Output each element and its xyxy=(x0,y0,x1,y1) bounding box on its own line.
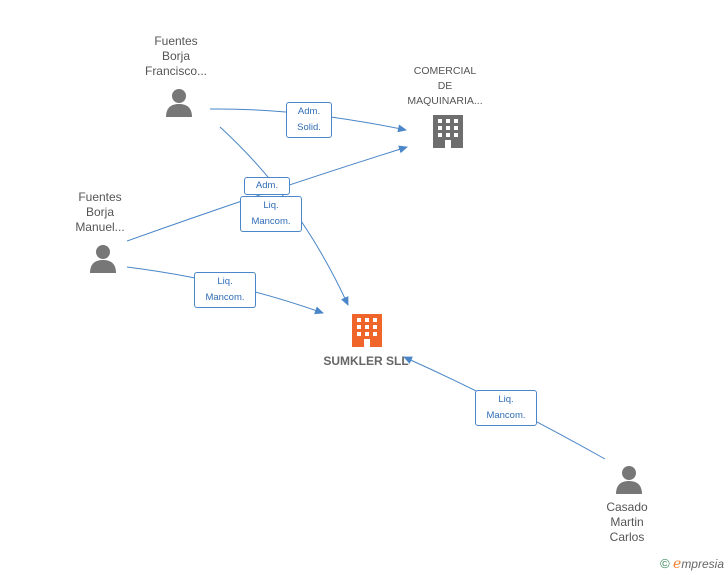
person-icon xyxy=(616,466,642,494)
edge-label-liq-mancom-2: Liq. Mancom. xyxy=(194,272,256,308)
node-label-casado[interactable]: Casado Martin Carlos xyxy=(606,500,648,544)
building-icon xyxy=(433,115,463,148)
edge-label-liq-mancom-1: Liq. Mancom. xyxy=(240,196,302,232)
node-label-sumkler[interactable]: SUMKLER SLL xyxy=(323,354,409,368)
brand-logo-initial: e xyxy=(673,556,682,572)
node-label-manuel[interactable]: Fuentes Borja Manuel... xyxy=(75,190,125,234)
building-icon xyxy=(352,314,382,347)
node-label-francisco[interactable]: Fuentes Borja Francisco... xyxy=(144,34,207,78)
person-icon xyxy=(90,245,116,273)
edge-label-liq-mancom-3: Liq. Mancom. xyxy=(475,390,537,426)
copyright-icon: © xyxy=(660,556,670,571)
brand-logo-text: mpresia xyxy=(681,557,724,571)
edge-label-adm-solid: Adm. Solid. xyxy=(286,102,332,138)
node-label-comercial[interactable]: COMERCIAL DE MAQUINARIA... xyxy=(407,65,483,107)
person-icon xyxy=(166,89,192,117)
edge-label-adm: Adm. xyxy=(244,177,290,195)
brand-watermark: © empresia xyxy=(660,556,724,572)
